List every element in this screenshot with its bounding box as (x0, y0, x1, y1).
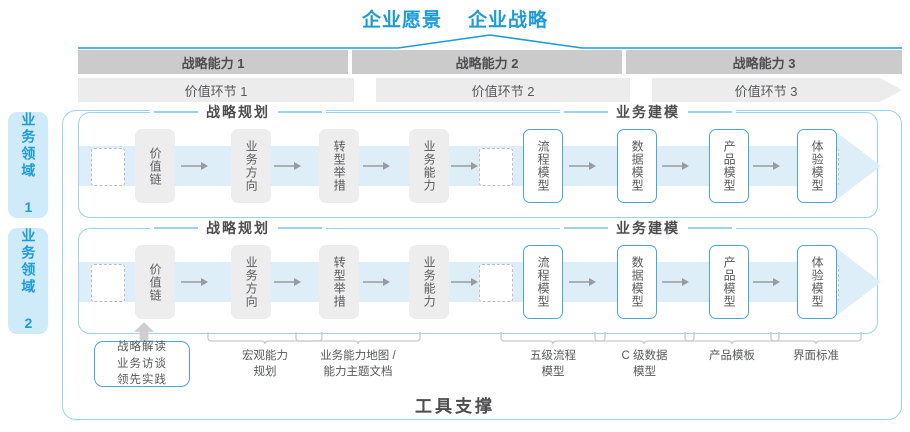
domain-tag-1-label: 业务领域 1 (20, 112, 37, 218)
flow-arrow-1-2 (274, 162, 301, 170)
tool-label-capability-map: 业务能力地图 / 能力主题文档 (293, 348, 423, 380)
section-rule-left (154, 227, 198, 229)
brace-connector-6 (770, 332, 862, 345)
section-rule-right (278, 111, 322, 113)
tool-label-line-1: 产品模板 (709, 350, 755, 362)
node-data-model-2[interactable]: 数据模型 (617, 245, 657, 319)
flow-arrow-2-1 (181, 278, 208, 286)
flow-arrow-2-4 (451, 278, 478, 286)
vision-connector (78, 34, 902, 49)
flow-arrow-2-7 (753, 278, 780, 286)
capability-header-row: 战略能力 1 战略能力 2 战略能力 3 (78, 50, 902, 74)
flow-arrow-1-5 (569, 162, 596, 170)
node-product-model-1[interactable]: 产品模型 (709, 129, 749, 203)
flow-arrow-2-6 (662, 278, 689, 286)
placeholder-box-start-2 (91, 264, 125, 302)
value-cell-2[interactable]: 价值环节 2 (376, 78, 630, 102)
section-rule-left (564, 227, 608, 229)
node-process-model-1[interactable]: 流程模型 (523, 129, 563, 203)
tool-label-line-2: 模型 (541, 366, 565, 379)
domain-row-1: 价值链 业务方向 转型举措 业务能力 流程模型 数据模型 产品模型 体验模型 (78, 112, 881, 218)
node-business-capability-2[interactable]: 业务能力 (409, 245, 449, 319)
brace-connector-2 (295, 332, 421, 345)
flow-arrow-1-7 (753, 162, 780, 170)
section-rule-right (278, 227, 322, 229)
node-product-model-2[interactable]: 产品模型 (709, 245, 749, 319)
tool-label-line-1: 五级流程 (530, 350, 576, 362)
section-title-planning-2: 战略规划 (150, 219, 326, 237)
flow-arrow-1-1 (181, 162, 208, 170)
node-experience-model-2[interactable]: 体验模型 (797, 245, 837, 319)
flow-arrow-1-4 (451, 162, 478, 170)
section-title-modeling-2: 业务建模 (560, 219, 736, 237)
tool-label-ui-standard: 界面标准 (768, 348, 864, 364)
tool-label-line-2: 能力主题文档 (323, 366, 393, 379)
brace-connector-5 (684, 332, 780, 345)
tool-box-line-3: 领先实践 (117, 374, 167, 387)
flow-arrow-2-2 (274, 278, 301, 286)
capability-cell-1[interactable]: 战略能力 1 (78, 50, 348, 74)
node-data-model-1[interactable]: 数据模型 (617, 129, 657, 203)
flow-arrow-1-3 (363, 162, 390, 170)
value-chevron-tip-3 (880, 78, 902, 102)
value-segment-row: 价值环节 1 价值环节 2 价值环节 3 (78, 78, 902, 102)
footer-tool-support: 工具支撑 (415, 396, 495, 416)
node-value-chain-1[interactable]: 价值链 (135, 129, 175, 203)
node-process-model-2[interactable]: 流程模型 (523, 245, 563, 319)
tool-label-line-1: 业务能力地图 / (320, 350, 396, 362)
domain-row-2: 价值链 业务方向 转型举措 业务能力 流程模型 数据模型 产品模型 体验模型 (78, 228, 881, 334)
node-business-direction-2[interactable]: 业务方向 (231, 245, 271, 319)
tool-label-line-1: 界面标准 (793, 350, 839, 362)
tool-label-line-2: 模型 (633, 366, 656, 379)
top-titles: 企业愿景 企业战略 (0, 4, 910, 32)
node-business-capability-1[interactable]: 业务能力 (409, 129, 449, 203)
value-chevron-notch-2 (630, 78, 652, 102)
section-rule-left (564, 111, 608, 113)
flow-band-arrowhead-2 (835, 247, 881, 317)
section-title-modeling-1: 业务建模 (560, 103, 736, 121)
capability-cell-3[interactable]: 战略能力 3 (626, 50, 902, 74)
section-rule-right (688, 227, 732, 229)
outer-frame (62, 110, 902, 420)
node-transformation-1[interactable]: 转型举措 (319, 129, 359, 203)
value-cell-1[interactable]: 价值环节 1 (78, 78, 354, 102)
flow-band-arrowhead-1 (835, 131, 881, 201)
domain-tag-2-label: 业务领域 2 (20, 228, 37, 334)
flow-arrow-2-3 (363, 278, 390, 286)
domain-tag-2[interactable]: 业务领域 2 (8, 228, 48, 334)
placeholder-box-mid-1 (479, 148, 513, 186)
node-transformation-2[interactable]: 转型举措 (319, 245, 359, 319)
tool-box-line-1: 战略解读 (117, 341, 167, 353)
node-experience-model-1[interactable]: 体验模型 (797, 129, 837, 203)
tool-label-line-1: 宏观能力 (242, 350, 288, 362)
tool-label-five-level-process: 五级流程 模型 (498, 348, 608, 380)
section-rule-right (688, 111, 732, 113)
tool-label-macro-capability: 宏观能力 规划 (205, 348, 325, 380)
enterprise-vision-title: 企业愿景 (361, 9, 442, 31)
node-business-direction-1[interactable]: 业务方向 (231, 129, 271, 203)
tool-label-line-1: C 级数据 (621, 350, 668, 362)
tool-label-c-level-data: C 级数据 模型 (592, 348, 697, 380)
flow-arrow-2-5 (569, 278, 596, 286)
enterprise-strategy-title: 企业战略 (468, 9, 549, 31)
value-chevron-notch-1 (354, 78, 376, 102)
placeholder-box-start-1 (91, 148, 125, 186)
section-rule-left (154, 111, 198, 113)
node-value-chain-2[interactable]: 价值链 (135, 245, 175, 319)
placeholder-box-mid-2 (479, 264, 513, 302)
tool-label-line-2: 规划 (253, 366, 277, 379)
tool-box-strategy-inputs[interactable]: 战略解读 业务访谈 领先实践 (94, 341, 190, 387)
value-cell-3[interactable]: 价值环节 3 (652, 78, 880, 102)
flow-arrow-1-6 (662, 162, 689, 170)
tool-label-product-template: 产品模板 (682, 348, 782, 364)
section-title-planning-1: 战略规划 (150, 103, 326, 121)
domain-tag-1[interactable]: 业务领域 1 (8, 112, 48, 218)
capability-cell-2[interactable]: 战略能力 2 (352, 50, 622, 74)
tool-box-line-2: 业务访谈 (117, 357, 167, 370)
